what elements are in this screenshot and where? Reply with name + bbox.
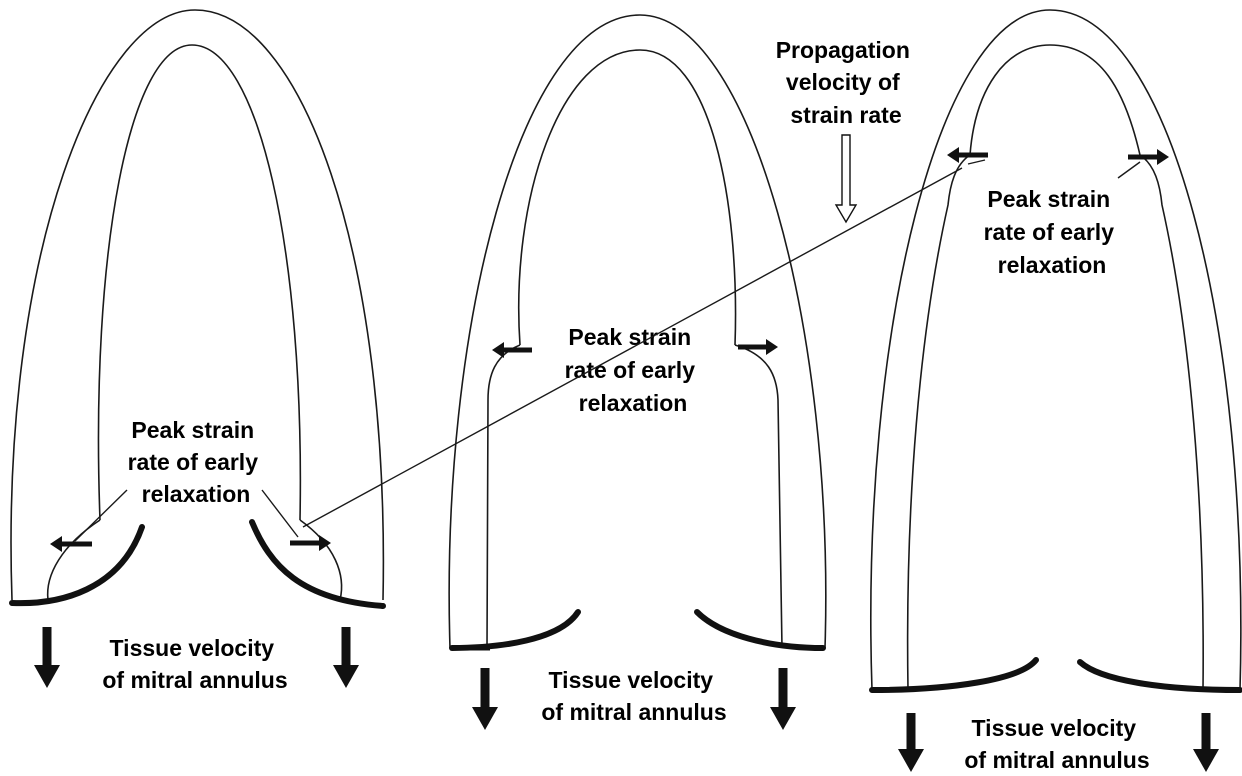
propagation-connector-line [303,168,962,527]
right-pointer-line [1118,162,1140,178]
middle-peak-line-1: Peak strain [568,324,691,350]
left-down-arrow-icon [34,627,60,688]
right-peak-label: Peak strain rate of early relaxation [984,186,1121,278]
middle-right-down-arrow-icon [770,668,796,730]
middle-panel: Peak strain rate of early relaxation Tis… [449,15,826,730]
middle-annulus-plane-left [452,612,578,648]
left-outer-wall [11,10,383,600]
right-annulus-plane-left [872,660,1036,690]
right-peak-line-1: Peak strain [987,186,1110,212]
right-annulus-plane-right [1080,662,1240,690]
left-peak-line-3: relaxation [142,481,251,507]
propagation-line-2: velocity of [786,69,900,95]
left-panel: Peak strain rate of early relaxation Tis… [11,10,383,693]
right-peak-line-2: rate of early [984,219,1115,245]
left-peak-label: Peak strain rate of early relaxation [128,417,265,507]
middle-peak-label: Peak strain rate of early relaxation [565,324,702,416]
middle-left-outward-arrow-icon [492,342,532,358]
middle-inner-right-lower [735,345,782,648]
right-panel: Peak strain rate of early relaxation Tis… [871,10,1241,773]
right-outer-wall [871,10,1241,690]
left-pointer-line [75,490,127,541]
hollow-down-arrow-icon [836,135,856,222]
left-pointer-line [262,490,298,537]
middle-tissue-label: Tissue velocity of mitral annulus [541,667,726,725]
middle-inner-left-lower [487,345,520,648]
right-down-arrow-icon [333,627,359,688]
right-outward-arrow-icon [290,535,331,551]
right-inner-upper-wall [970,45,1140,155]
middle-right-outward-arrow-icon [738,339,778,355]
right-inner-left-lower [908,155,970,690]
left-tissue-line-2: of mitral annulus [102,667,287,693]
right-right-down-arrow-icon [1193,713,1219,772]
right-left-down-arrow-icon [898,713,924,772]
propagation-line-3: strain rate [790,102,901,128]
middle-tissue-line-1: Tissue velocity [549,667,714,693]
right-tissue-line-1: Tissue velocity [972,715,1137,741]
left-peak-line-2: rate of early [128,449,259,475]
middle-peak-line-2: rate of early [565,357,696,383]
left-outward-arrow-icon [50,536,92,552]
right-tissue-line-2: of mitral annulus [964,747,1149,773]
right-tissue-label: Tissue velocity of mitral annulus [964,715,1149,773]
middle-tissue-line-2: of mitral annulus [541,699,726,725]
propagation-label: Propagation velocity of strain rate [776,37,917,128]
middle-inner-upper-wall [519,50,736,345]
propagation-line-1: Propagation [776,37,910,63]
right-peak-line-3: relaxation [998,252,1107,278]
left-peak-line-1: Peak strain [131,417,254,443]
left-tissue-line-1: Tissue velocity [110,635,275,661]
right-inner-right-lower [1140,155,1203,690]
right-pointer-line [968,160,985,164]
middle-peak-line-3: relaxation [579,390,688,416]
left-tissue-label: Tissue velocity of mitral annulus [102,635,287,693]
propagation-group: Propagation velocity of strain rate [303,37,962,527]
middle-annulus-plane-right [697,612,823,648]
middle-left-down-arrow-icon [472,668,498,730]
